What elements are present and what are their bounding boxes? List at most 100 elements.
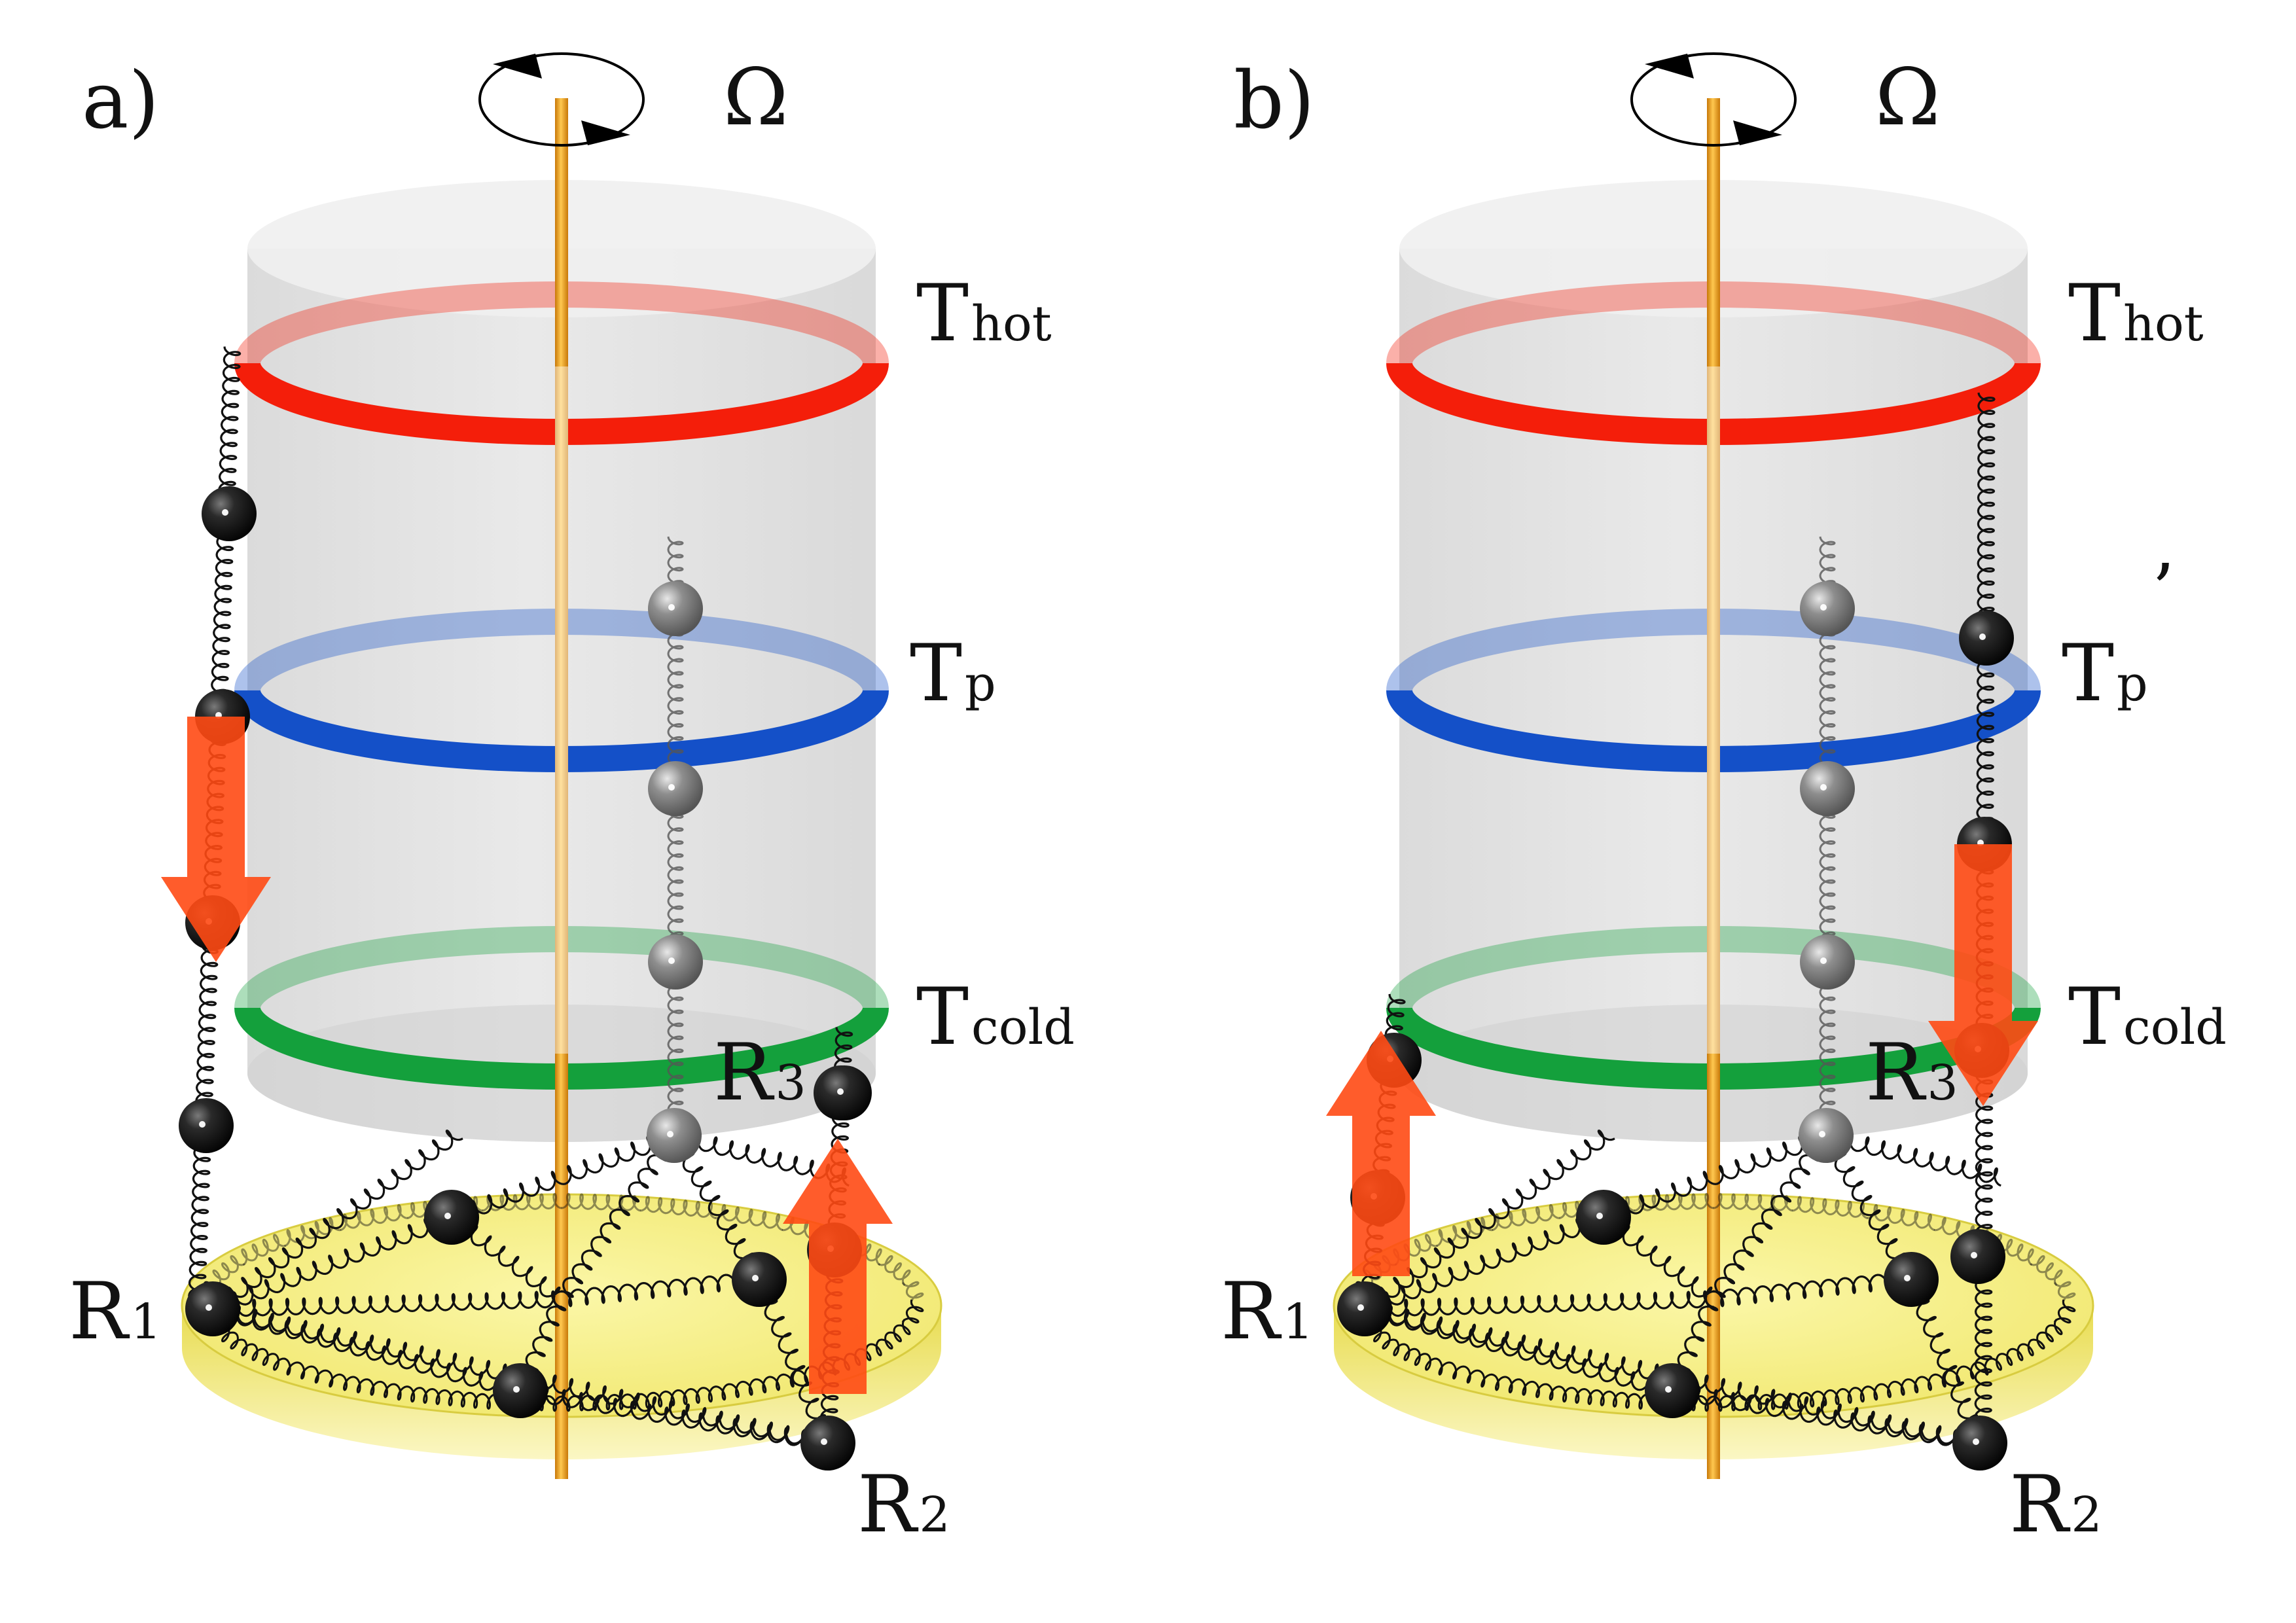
rim-spring <box>2030 1319 2063 1350</box>
label-r2-sub: 2 <box>919 1486 950 1543</box>
rim-spring <box>1933 1357 1991 1388</box>
label-t-hot-main: T <box>2068 268 2121 359</box>
disk-node <box>1576 1190 1631 1245</box>
heat-flow-arrow-up <box>783 1139 893 1394</box>
bead-highlight <box>1820 784 1827 791</box>
central-bead <box>1800 761 1855 816</box>
label-t-cold-sub: cold <box>2123 999 2227 1056</box>
rim-spring <box>1634 1192 1714 1212</box>
bead-highlight <box>1904 1275 1910 1281</box>
node-r2 <box>800 1416 855 1471</box>
rotation-arrow-icon <box>478 52 645 147</box>
rim-spring <box>901 1299 924 1324</box>
disk-node <box>1884 1252 1939 1307</box>
central-bead <box>648 761 703 816</box>
central-bead <box>648 935 703 990</box>
label-t-p-main: T <box>2062 628 2114 719</box>
rim-spring <box>2053 1281 2076 1306</box>
central-bead <box>1800 581 1855 636</box>
label-t-hot-main: T <box>916 268 969 359</box>
rim-spring <box>1989 1338 2034 1371</box>
network-spring <box>1605 1130 1829 1226</box>
node-r1 <box>1337 1281 1392 1336</box>
network-spring <box>213 1130 463 1316</box>
network-spring <box>518 1383 827 1452</box>
rotation-axis <box>555 98 568 1479</box>
bead-highlight <box>1665 1386 1672 1393</box>
rim-spring <box>715 1204 783 1232</box>
label-t-p-main: T <box>910 628 962 719</box>
central-bead <box>648 581 703 636</box>
label-r2: R2 <box>857 1459 950 1550</box>
bead-highlight <box>1973 1438 1979 1445</box>
bead-highlight <box>752 1275 759 1281</box>
rim-spring <box>284 1357 342 1388</box>
rim-spring <box>901 1281 924 1306</box>
bead-highlight <box>821 1438 827 1445</box>
rim-spring <box>340 1373 408 1401</box>
bead-highlight <box>1819 1131 1825 1137</box>
label-r2: R2 <box>2009 1459 2102 1550</box>
label-t-hot-sub: hot <box>2123 295 2204 352</box>
label-t-hot-sub: hot <box>971 295 1052 352</box>
label-t-p-prime: ’ <box>2152 548 2175 632</box>
rim-spring <box>640 1196 716 1219</box>
bead-highlight <box>668 604 675 611</box>
network-spring <box>213 1290 562 1318</box>
chain-bead <box>1959 611 2014 666</box>
rim-spring <box>715 1373 783 1401</box>
rim-spring <box>1492 1204 1560 1232</box>
heat-flow-arrow-up <box>1326 1031 1436 1276</box>
rim-spring <box>241 1234 286 1266</box>
bead-highlight <box>837 1088 844 1095</box>
label-r2-main: R <box>2009 1459 2071 1550</box>
network-spring <box>1365 1130 1615 1316</box>
rim-spring <box>241 1338 286 1371</box>
bead-highlight <box>199 1121 206 1128</box>
bead-highlight <box>1971 1252 1977 1258</box>
node-r1 <box>185 1281 240 1336</box>
bead-highlight <box>206 1304 212 1311</box>
axis-inside-fade <box>1707 366 1720 1054</box>
label-r1: R1 <box>1221 1266 1314 1357</box>
label-r3: R3 <box>713 1027 806 1118</box>
label-t-cold: Tcold <box>916 972 1075 1063</box>
network-spring <box>560 1270 759 1308</box>
disk-node <box>493 1363 548 1418</box>
chain-bead <box>1950 1229 2005 1284</box>
rim-spring <box>1436 1217 1494 1247</box>
network-spring <box>1670 1383 1979 1452</box>
bead-highlight <box>1596 1213 1603 1219</box>
bead-highlight <box>1820 604 1827 611</box>
omega-label: Ω <box>1875 52 1941 143</box>
label-r1-main: R <box>1221 1266 1282 1357</box>
disk-node <box>1645 1363 1700 1418</box>
network-spring <box>1706 1130 1829 1298</box>
rotation-head-bottom <box>581 120 630 145</box>
bead-highlight <box>1979 633 1986 640</box>
heat-flow-arrow-down <box>161 717 271 962</box>
rim-spring <box>1436 1357 1494 1388</box>
label-r2-sub: 2 <box>2071 1486 2102 1543</box>
label-t-cold-main: T <box>2068 972 2121 1063</box>
rim-spring <box>1867 1204 1935 1232</box>
label-t-p-sub: p <box>965 655 996 712</box>
network-spring <box>1365 1290 1714 1318</box>
omega-label: Ω <box>723 52 789 143</box>
rim-spring <box>340 1204 408 1232</box>
rim-spring <box>482 1192 562 1212</box>
label-r3-main: R <box>1865 1027 1927 1118</box>
rotation-arrow-icon <box>1630 52 1797 147</box>
bead-highlight <box>668 784 675 791</box>
label-t-hot: Thot <box>916 268 1052 359</box>
label-t-cold-sub: cold <box>971 999 1075 1056</box>
rotation-head-bottom <box>1733 120 1782 145</box>
node-r3 <box>1799 1108 1854 1163</box>
label-r3-sub: 3 <box>775 1054 806 1111</box>
bead-highlight <box>222 509 228 516</box>
label-t-cold: Tcold <box>2068 972 2227 1063</box>
chain-bead <box>202 486 257 541</box>
